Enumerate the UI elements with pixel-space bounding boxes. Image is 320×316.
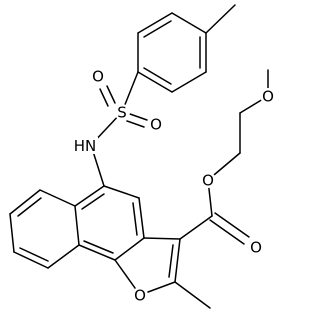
methoxy-oxygen-label: O [262, 88, 274, 106]
sulfonyl-oxygen-2-label: O [150, 116, 162, 134]
bond-ring1-5 [171, 71, 207, 93]
bond-c4-c3a-inner [132, 202, 138, 236]
bond-s-o2b [126, 120, 145, 128]
bond-ring1-4-inner [143, 67, 172, 85]
molecule-structure: S O O HN O O O O [9, 4, 276, 309]
ester-oxygen-double-label: O [250, 239, 262, 257]
bond-c3-c2 [174, 238, 181, 283]
bond-c9b-c9a [78, 244, 116, 261]
bond-c6-c7-inner [17, 197, 42, 217]
bond-c5a-c6 [39, 189, 76, 207]
sulfonyl-oxygen-2: O [148, 116, 164, 134]
bond-s-o1a [106, 85, 116, 104]
bond-c8-c9-inner [19, 247, 49, 262]
bond-c6-c7 [9, 189, 41, 215]
bond-ring1-4 [137, 71, 173, 93]
bond-c5a-c5-inner [81, 193, 105, 210]
bond-c7-c8 [9, 213, 15, 253]
bond-c3-c2-inner [168, 244, 174, 278]
bond-carbonyl-o-double-a [209, 219, 245, 245]
bond-c5a-c5 [74, 185, 105, 207]
bond-c3a-c3 [143, 237, 181, 240]
bond-c3-carbonyl [179, 215, 213, 240]
bond-c3a-c9b [114, 237, 145, 261]
bond-tolyl-methyl [205, 4, 236, 34]
bond-c8-c9 [13, 251, 49, 269]
bond-c2-methyl [174, 281, 211, 309]
bonds [9, 4, 269, 309]
sulfonyl-oxygen-1: O [90, 68, 106, 86]
amine-label: HN [74, 137, 97, 155]
bond-ring1-2 [137, 12, 173, 34]
furan-oxygen-label: O [134, 287, 146, 305]
bond-ring1-1 [171, 12, 207, 34]
ester-oxygen-single: O [200, 172, 216, 190]
sulfur-atom: S [114, 104, 130, 122]
methoxy-oxygen: O [260, 88, 276, 106]
bond-carbonyl-o-double-b [214, 212, 250, 238]
bond-c9a-c5a [74, 205, 80, 246]
amine-nitrogen: HN [73, 137, 98, 155]
ester-oxygen-double: O [248, 239, 264, 257]
atom-labels: S O O HN O O O O [73, 68, 276, 305]
ester-oxygen-single-label: O [202, 172, 214, 190]
sulfonyl-oxygen-1-label: O [92, 68, 104, 86]
bond-c4-c3a [138, 197, 145, 239]
bond-c5-c4 [103, 185, 140, 199]
bond-c9b-c9a-inner [83, 240, 114, 254]
furan-oxygen: O [132, 287, 148, 305]
bond-s-o2a [129, 113, 148, 121]
bond-ring1-2-inner [143, 20, 172, 38]
sulfur-label: S [117, 104, 127, 122]
bond-s-o1b [99, 88, 109, 107]
bond-c9-c9a [47, 244, 80, 269]
